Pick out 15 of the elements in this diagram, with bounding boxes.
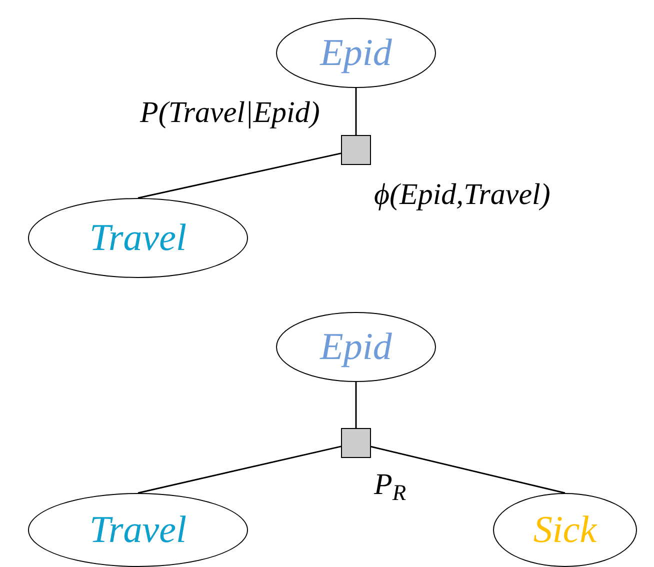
variable-ellipse: Epid [276, 312, 436, 382]
connector-line [138, 446, 342, 494]
probability-label: P(Travel|Epid) [140, 95, 320, 131]
factor-square [341, 428, 371, 458]
variable-ellipse: Travel [28, 198, 248, 278]
variable-ellipse: Sick [493, 493, 637, 567]
connector-line [370, 446, 566, 494]
variable-ellipse: Travel [28, 493, 248, 567]
factor-square [341, 135, 371, 165]
variable-ellipse: Epid [276, 18, 436, 88]
factor-label: ϕ(Epid,Travel) [374, 177, 550, 213]
connector-line [355, 88, 357, 135]
factor-label: P$_{R}$ [374, 467, 406, 504]
connector-line [138, 152, 342, 199]
connector-line [355, 382, 357, 428]
